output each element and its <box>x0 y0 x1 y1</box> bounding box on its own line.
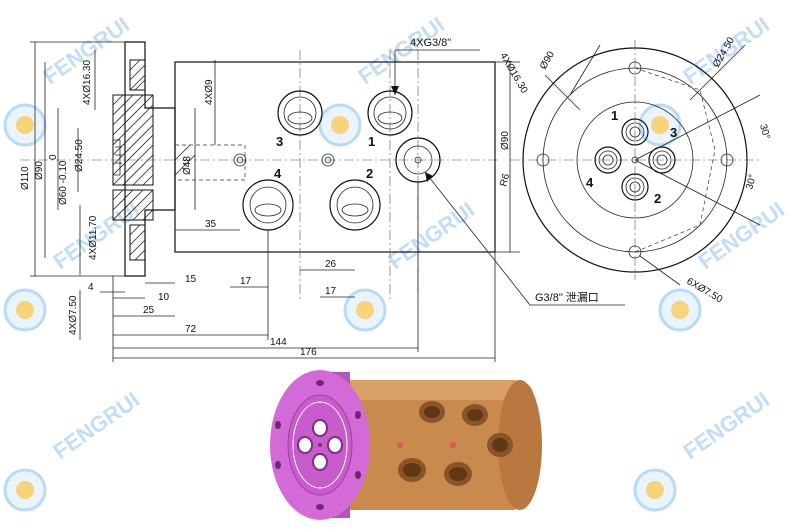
port-4-front <box>242 179 294 231</box>
side-vertical-dimensions: Ø110 Ø90 0 Ø60 -0.10 Ø24.50 4XØ16.30 4XØ… <box>20 41 216 340</box>
port-1-end <box>621 118 649 146</box>
callout-thread-ports: 4XG3/8" <box>410 37 451 49</box>
dim-zero: 0 <box>48 154 59 160</box>
port-3-end <box>648 146 676 174</box>
dim-26: 26 <box>325 259 337 270</box>
dim-17a: 17 <box>240 276 252 287</box>
bolt-hole <box>720 153 734 167</box>
port-2-front <box>329 179 381 231</box>
dim-4: 4 <box>88 282 94 293</box>
front-view: 3 1 4 2 4XG3/8" G3/8" 泄漏口 Ø90 35 26 17 1… <box>88 37 625 362</box>
end-port-label-3: 3 <box>670 125 677 140</box>
angle-30-top: 30° <box>757 123 772 140</box>
dim-72: 72 <box>185 324 197 335</box>
port-label-3: 3 <box>276 134 283 149</box>
watermark-text: FENGRUI <box>384 197 479 274</box>
small-hole <box>321 153 335 167</box>
body-outline <box>174 61 496 253</box>
dim-d90-side: Ø90 <box>34 161 45 180</box>
port-2-end <box>621 173 649 201</box>
dim-d16-30-end: 4XØ16.30 <box>497 51 529 96</box>
watermark-text: FENGRUI <box>694 197 789 274</box>
dim-r6: R6 <box>498 172 512 188</box>
watermark-logo <box>3 468 47 512</box>
dim-d90-front: Ø90 <box>500 131 511 150</box>
dim-17b: 17 <box>325 286 337 297</box>
watermark-text: FENGRUI <box>354 12 449 89</box>
front-horizontal-dimensions: 35 26 17 17 15 4 10 25 72 144 176 <box>88 182 496 362</box>
port-label-2: 2 <box>366 166 373 181</box>
watermark-text: FENGRUI <box>679 387 774 464</box>
side-section-view: Ø110 Ø90 0 Ø60 -0.10 Ø24.50 4XØ16.30 4XØ… <box>20 41 500 340</box>
watermark-logo <box>633 468 677 512</box>
end-port-label-4: 4 <box>586 175 594 190</box>
end-port-label-1: 1 <box>611 108 618 123</box>
dim-d90-end: Ø90 <box>538 49 557 71</box>
dim-d16-30-side: 4XØ16.30 <box>82 60 93 105</box>
watermark-logo <box>343 288 387 332</box>
end-port-label-2: 2 <box>654 191 661 206</box>
dim-15: 15 <box>185 274 197 285</box>
small-hole <box>233 153 247 167</box>
dim-25: 25 <box>143 305 155 316</box>
watermark-logo <box>318 103 362 147</box>
port-1-front <box>367 90 413 136</box>
dim-35: 35 <box>205 219 217 230</box>
watermark-text: FENGRUI <box>49 387 144 464</box>
dim-d110: Ø110 <box>20 166 31 190</box>
port-label-4: 4 <box>274 166 282 181</box>
dim-d11-70: 4XØ11.70 <box>88 215 99 260</box>
bolt-hole <box>536 153 550 167</box>
dim-10: 10 <box>158 292 170 303</box>
dim-d60: Ø60 -0.10 <box>58 160 69 205</box>
flange-section-hatch <box>112 59 154 261</box>
end-view: 1 3 4 2 30° 30° Ø90 4XØ16.30 Ø24.50 R6 6… <box>497 35 771 305</box>
watermark-logo <box>3 103 47 147</box>
watermark-logo <box>658 288 702 332</box>
dim-d48: Ø48 <box>182 156 193 175</box>
port-3-front <box>277 90 323 136</box>
watermark-logo <box>638 103 682 147</box>
port-4-end <box>594 146 622 174</box>
bolt-hole <box>628 245 642 259</box>
product-3d-render <box>270 370 542 520</box>
callout-leak-port: G3/8" 泄漏口 <box>535 291 599 304</box>
watermark-logo <box>3 288 47 332</box>
dim-144: 144 <box>270 337 287 348</box>
angle-30-bottom: 30° <box>744 173 759 190</box>
dim-d9: 4XØ9 <box>204 79 215 105</box>
bolt-hole <box>628 61 642 75</box>
body-end-face <box>498 380 542 510</box>
port-label-1: 1 <box>368 134 375 149</box>
dim-d24-50-side: Ø24.50 <box>74 139 85 172</box>
dim-d7-50-side: 4XØ7.50 <box>68 295 79 335</box>
dim-176: 176 <box>300 347 317 358</box>
